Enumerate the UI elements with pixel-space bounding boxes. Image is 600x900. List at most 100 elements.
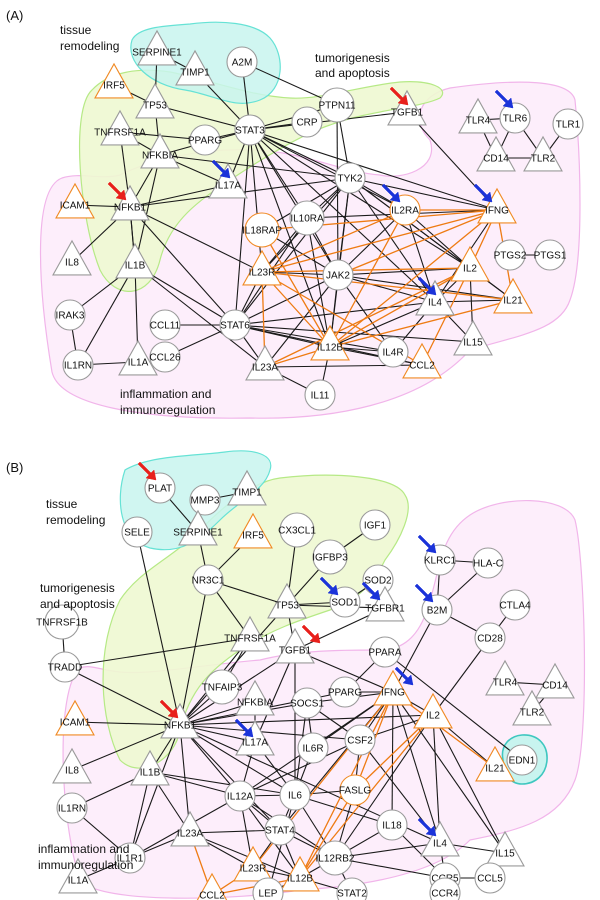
node-ccl5[interactable]: CCL5 <box>474 862 506 894</box>
node-mmp3[interactable]: MMP3 <box>189 484 221 516</box>
node-nfkb1[interactable]: NFKB1 <box>110 184 150 221</box>
node-tlr1[interactable]: TLR1 <box>552 108 584 140</box>
node-il12b[interactable]: IL12B <box>310 324 350 361</box>
node-serpine1[interactable]: SERPINE1 <box>173 509 223 546</box>
node-il1a[interactable]: IL1A <box>58 857 98 894</box>
node-il1b[interactable]: IL1B <box>130 749 170 786</box>
node-nfkbia[interactable]: NFKBIA <box>140 132 180 169</box>
node-ptpn11[interactable]: PTPN11 <box>318 87 356 123</box>
node-il6r[interactable]: IL6R <box>297 732 329 764</box>
node-tnfaip3[interactable]: TNFAIP3 <box>202 669 243 705</box>
node-ctla4[interactable]: CTLA4 <box>499 589 531 621</box>
node-ptgs2[interactable]: PTGS2 <box>494 239 527 271</box>
node-il4r[interactable]: IL4R <box>377 336 409 368</box>
node-il23r[interactable]: IL23R <box>242 249 282 286</box>
node-stat4[interactable]: STAT4 <box>264 814 296 846</box>
node-a2m[interactable]: A2M <box>226 46 258 78</box>
node-cd14[interactable]: CD14 <box>476 135 516 172</box>
node-crp[interactable]: CRP <box>291 106 323 138</box>
node-il2[interactable]: IL2 <box>413 692 453 729</box>
node-il1r1[interactable]: IL1R1 <box>114 842 146 874</box>
node-timp1[interactable]: TIMP1 <box>227 469 267 506</box>
node-tlr2[interactable]: TLR2 <box>512 689 552 726</box>
node-stat3[interactable]: STAT3 <box>234 114 266 146</box>
node-ccr4[interactable]: CCR4 <box>429 877 461 900</box>
node-il18[interactable]: IL18 <box>376 809 408 841</box>
node-pparg[interactable]: PPARG <box>188 124 222 156</box>
node-il17a[interactable]: IL17A <box>208 162 248 199</box>
node-il12a[interactable]: IL12A <box>224 780 256 812</box>
node-stat6[interactable]: STAT6 <box>219 309 251 341</box>
node-il23a[interactable]: IL23A <box>245 344 285 381</box>
node-faslg[interactable]: FASLG <box>339 774 371 806</box>
node-ccl11[interactable]: CCL11 <box>149 309 181 341</box>
node-tradd[interactable]: TRADD <box>48 651 82 683</box>
node-il1rn[interactable]: IL1RN <box>62 349 94 381</box>
node-il1b[interactable]: IL1B <box>115 242 155 279</box>
node-irf5[interactable]: IRF5 <box>233 512 273 549</box>
node-il15[interactable]: IL15 <box>485 830 525 867</box>
node-csf2[interactable]: CSF2 <box>344 724 376 756</box>
node-ifng[interactable]: IFNG <box>373 669 413 706</box>
node-igf1[interactable]: IGF1 <box>359 509 391 541</box>
node-sele[interactable]: SELE <box>121 516 153 548</box>
node-hla-c[interactable]: HLA-C <box>472 547 504 579</box>
node-il12b[interactable]: IL12B <box>280 855 320 892</box>
node-il4[interactable]: IL4 <box>420 820 460 857</box>
node-il11[interactable]: IL11 <box>304 379 336 411</box>
node-il21[interactable]: IL21 <box>493 277 533 314</box>
node-cd14[interactable]: CD14 <box>535 662 575 699</box>
node-ccl2[interactable]: CCL2 <box>193 872 231 900</box>
node-il8[interactable]: IL8 <box>52 239 92 276</box>
node-il12rb2[interactable]: IL12RB2 <box>316 840 355 876</box>
node-lep[interactable]: LEP <box>252 877 284 900</box>
node-timp1[interactable]: TIMP1 <box>175 49 215 86</box>
node-tyk2[interactable]: TYK2 <box>334 162 366 194</box>
node-serpine1[interactable]: SERPINE1 <box>132 29 182 66</box>
node-cx3cl1[interactable]: CX3CL1 <box>278 512 316 548</box>
node-ppara[interactable]: PPARA <box>368 636 402 668</box>
node-icam1[interactable]: ICAM1 <box>55 699 95 736</box>
node-tnfrsf1a[interactable]: TNFRSF1A <box>224 615 276 652</box>
node-edn1[interactable]: EDN1 <box>506 744 538 776</box>
node-nfkb1[interactable]: NFKB1 <box>160 702 200 739</box>
node-il10ra[interactable]: IL10RA <box>289 200 325 236</box>
node-tnfrsf1a[interactable]: TNFRSF1A <box>94 109 146 146</box>
node-ifng[interactable]: IFNG <box>477 187 517 224</box>
node-tgfb1[interactable]: TGFB1 <box>387 89 427 126</box>
node-il18rap[interactable]: IL18RAP <box>242 212 282 248</box>
node-tgfb1[interactable]: TGFB1 <box>275 627 315 664</box>
node-tnfrsf1b[interactable]: TNFRSF1B <box>36 604 88 640</box>
node-plat[interactable]: PLAT <box>144 472 176 504</box>
node-igfbp3[interactable]: IGFBP3 <box>312 539 348 575</box>
node-il1rn[interactable]: IL1RN <box>56 792 88 824</box>
node-jak2[interactable]: JAK2 <box>322 259 354 291</box>
node-il6[interactable]: IL6 <box>279 779 311 811</box>
node-tgfbr1[interactable]: TGFBR1 <box>365 585 405 622</box>
node-il2[interactable]: IL2 <box>450 245 490 282</box>
node-irf5[interactable]: IRF5 <box>94 62 134 99</box>
node-il2ra[interactable]: IL2RA <box>389 194 421 226</box>
node-pparg[interactable]: PPARG <box>328 676 362 708</box>
node-icam1[interactable]: ICAM1 <box>55 182 95 219</box>
node-il23a[interactable]: IL23A <box>170 810 210 847</box>
node-stat2[interactable]: STAT2 <box>336 877 368 900</box>
node-tp53[interactable]: TP53 <box>267 582 307 619</box>
node-nr3c1[interactable]: NR3C1 <box>192 564 225 596</box>
node-b2m[interactable]: B2M <box>421 594 453 626</box>
node-socs1[interactable]: SOCS1 <box>290 687 324 719</box>
node-il8[interactable]: IL8 <box>52 747 92 784</box>
node-il21[interactable]: IL21 <box>475 745 515 782</box>
node-il4[interactable]: IL4 <box>415 279 455 316</box>
node-tlr4[interactable]: TLR4 <box>458 97 498 134</box>
node-nfkbia[interactable]: NFKBIA <box>235 679 275 716</box>
node-tlr6[interactable]: TLR6 <box>499 102 531 134</box>
node-ccl26[interactable]: CCL26 <box>149 341 181 373</box>
node-tp53[interactable]: TP53 <box>135 82 175 119</box>
node-il17a[interactable]: IL17A <box>235 719 275 756</box>
node-il23r[interactable]: IL23R <box>233 845 273 882</box>
node-tlr4[interactable]: TLR4 <box>485 659 525 696</box>
node-ptgs1[interactable]: PTGS1 <box>534 239 567 271</box>
node-ccl2[interactable]: CCL2 <box>402 342 442 379</box>
node-cd28[interactable]: CD28 <box>474 622 506 654</box>
